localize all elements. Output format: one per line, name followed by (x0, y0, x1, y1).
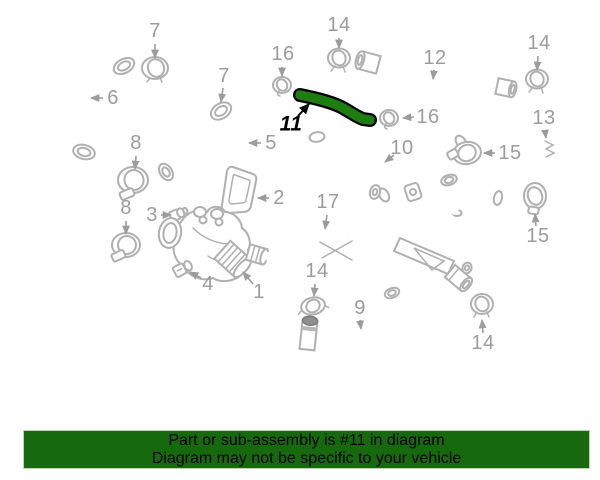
callout-15-upper: 15 (498, 142, 522, 164)
part-16-clamp-left (272, 76, 292, 97)
callout-16-right: 16 (416, 106, 440, 128)
callout-17: 17 (316, 191, 340, 213)
callout-7-mid: 7 (218, 65, 230, 87)
callout-15-lower: 15 (526, 225, 550, 247)
callout-12: 12 (423, 47, 447, 69)
part-4-bolt (171, 260, 193, 278)
part-1-housing (157, 205, 253, 283)
callout-7-upper-left: 7 (149, 20, 161, 42)
part-6-hose (70, 56, 136, 161)
part-8-clamp-lower (110, 232, 141, 263)
part-14-clamp-top-left (327, 47, 351, 73)
part-15-clamp-lower (523, 182, 547, 216)
highlight-arrow (297, 103, 310, 117)
part-7-clamp-upper (141, 56, 169, 83)
callout-13: 13 (532, 107, 556, 129)
part-7-clamp-mid (209, 101, 233, 121)
callout-14-top-left: 14 (327, 14, 351, 36)
callout-8-lower: 8 (120, 197, 132, 219)
callout-14-bottom-right: 14 (471, 332, 495, 354)
part-10-hose (308, 131, 391, 203)
part-14-clamp-bottom-right (470, 293, 494, 318)
callout-2: 2 (273, 187, 285, 209)
part-5-hose (158, 106, 243, 182)
banner-line2: Diagram may not be specific to your vehi… (151, 450, 462, 467)
part-16-clamp-right (379, 109, 399, 130)
callout-arrows (89, 38, 549, 334)
callout-9: 9 (354, 297, 366, 319)
part-9-hose (298, 286, 401, 358)
callout-14-top-right: 14 (527, 32, 551, 54)
callout-4: 4 (202, 273, 214, 295)
callout-10: 10 (390, 137, 414, 159)
banner-line1: Part or sub-assembly is #11 in diagram (168, 432, 445, 449)
part-14-clamp-bottom-left (297, 296, 330, 316)
part-12-pipe (354, 50, 518, 103)
callout-11-highlighted: 11 (279, 112, 303, 136)
callout-1: 1 (253, 281, 265, 303)
callout-3: 3 (146, 204, 158, 226)
part-17-pipe-assembly (244, 173, 504, 293)
part-14-clamp-top-right (525, 68, 549, 94)
callout-5: 5 (265, 132, 277, 154)
callout-8-upper: 8 (130, 132, 142, 154)
callout-14-bottom-left: 14 (305, 260, 329, 282)
callout-6: 6 (107, 87, 119, 109)
part-15-clamp-upper (446, 140, 482, 166)
part-8-clamp-upper (117, 166, 149, 201)
part-2-gasket (220, 165, 258, 215)
part-11-highlighted-hose (293, 88, 377, 127)
callout-16-left: 16 (271, 43, 295, 65)
highlight-banner: Part or sub-assembly is #11 in diagram D… (23, 430, 590, 469)
